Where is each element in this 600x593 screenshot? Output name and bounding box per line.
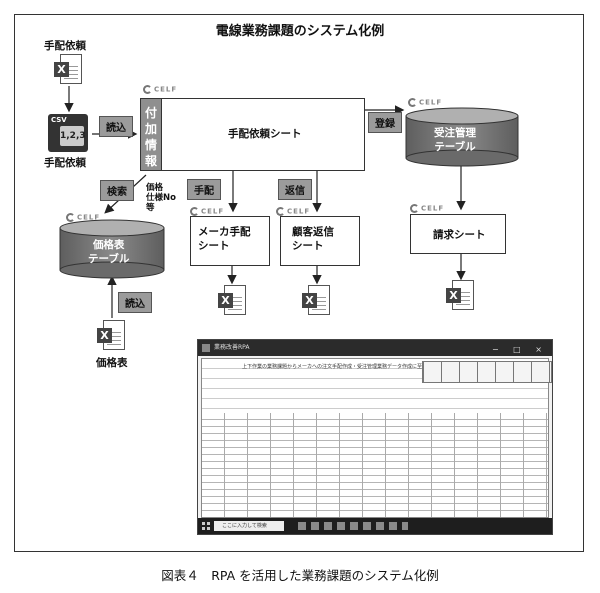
excel-file-icon: X — [302, 285, 330, 317]
figure-caption: 図表４ RPA を活用した業務課題のシステム化例 — [161, 568, 439, 583]
figure-title: 電線業務課題のシステム化例 — [215, 24, 385, 39]
read-tag-top: 読込 — [99, 116, 133, 137]
additional-info-panel: 付 加 情 報 — [140, 98, 162, 171]
order-table-cylinder — [405, 107, 519, 167]
windows-start-icon — [202, 522, 210, 530]
order-table-label: 受注管理 テーブル — [434, 127, 476, 153]
excel-file-icon: X — [446, 280, 474, 312]
excel-screenshot: 業務改善RPA − □ × 上下作業の業務課題からメーカへの注文手配作成・受注管… — [197, 339, 553, 535]
spreadsheet-grid-columns — [202, 413, 548, 517]
customer-sheet-label: 顧客返信 シート — [292, 226, 334, 252]
billing-sheet-label: 請求シート — [433, 229, 486, 241]
csv-file-icon: CSV 1,2,3 — [48, 114, 88, 152]
screenshot-title-bar: 業務改善RPA − □ × — [198, 340, 552, 356]
order-request-sheet-label: 手配依頼シート — [228, 128, 302, 140]
celf-logo: CELF — [66, 213, 100, 222]
csv-digits: 1,2,3 — [60, 126, 86, 146]
excel-file-icon: X — [54, 54, 82, 86]
reply-tag: 返信 — [278, 179, 312, 200]
billing-sheet-box — [410, 214, 506, 254]
price-table-label: 価格表 テーブル — [88, 239, 130, 265]
csv-label: CSV — [51, 116, 67, 124]
app-icon — [202, 344, 210, 352]
spreadsheet-heading: 上下作業の業務課題からメーカへの注文手配作成・受注管理業務データ作成に至る一連作… — [242, 364, 448, 370]
spreadsheet-area: 上下作業の業務課題からメーカへの注文手配作成・受注管理業務データ作成に至る一連作… — [201, 358, 552, 518]
search-tag: 検索 — [100, 180, 134, 201]
taskbar-app-icons — [298, 522, 408, 530]
maker-sheet-box — [190, 216, 270, 266]
order-request-label: 手配依頼 — [44, 40, 86, 52]
maker-sheet-label: メーカ手配 シート — [198, 226, 251, 252]
celf-logo: CELF — [408, 98, 442, 107]
celf-logo: CELF — [143, 85, 177, 94]
taskbar: ここに入力して検索 — [198, 518, 552, 534]
figure-frame — [14, 14, 584, 552]
customer-sheet-box — [280, 216, 360, 266]
spreadsheet-header-table — [422, 361, 552, 383]
price-table-cylinder — [59, 219, 165, 279]
price-list-label: 価格表 — [96, 357, 128, 369]
taskbar-search: ここに入力して検索 — [214, 521, 284, 531]
excel-file-icon: X — [218, 285, 246, 317]
register-tag: 登録 — [368, 112, 402, 133]
excel-file-icon: X — [97, 320, 125, 352]
window-controls: − □ × — [491, 345, 548, 354]
celf-logo: CELF — [276, 207, 310, 216]
read-tag-bottom: 読込 — [118, 292, 152, 313]
side-hint-label: 価格 仕様No 等 — [146, 183, 176, 213]
screenshot-window-title: 業務改善RPA — [214, 344, 250, 351]
celf-logo: CELF — [410, 204, 444, 213]
celf-logo: CELF — [190, 207, 224, 216]
order-request-csv-label: 手配依頼 — [44, 157, 86, 169]
arrange-tag: 手配 — [187, 179, 221, 200]
